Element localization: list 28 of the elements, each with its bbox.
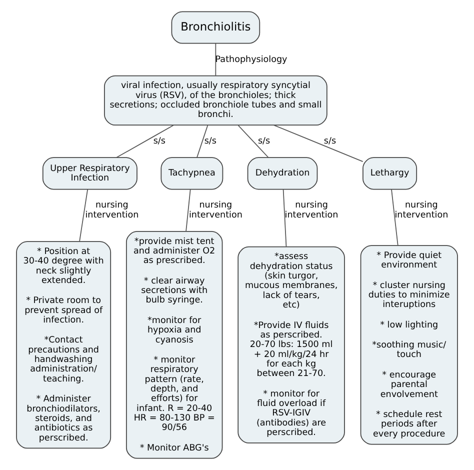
edge-label: nursing intervention xyxy=(394,200,448,220)
connector xyxy=(238,125,269,158)
node-box: * Provide quiet environment * cluster nursing duties to minimize interuptions * low lighting *soothing music/ touch * encourage parental envolvement * schedule rest periods after every procedure xyxy=(360,245,458,445)
connector xyxy=(186,188,191,232)
node-box: Lethargy xyxy=(362,157,418,190)
node-box: *assess dehydration status (skin turgor, mucous membranes, lack of tears, etc) *Provide IV fluids as perscribed. 20-70 lbs: 1500 ml + 20 ml/kg/24 hr for each kg between 21-70. * monitor for fluid overload if RSV-IGIV (antibodies) are perscribed. xyxy=(238,246,345,444)
connector xyxy=(196,125,208,158)
connector xyxy=(273,124,364,162)
connector xyxy=(282,188,287,248)
edge-label: nursing intervention xyxy=(85,200,139,220)
edge-label: s/s xyxy=(324,136,336,147)
connector xyxy=(79,188,88,242)
node-box: Bronchiolitis xyxy=(171,11,260,44)
connector xyxy=(116,124,174,158)
node-box: viral infection, usually respiratory syncytial virus (RSV), of the bronchioles; thick secretions; occluded bronchiole tubes and small bronchi. xyxy=(104,75,328,126)
edge-label: s/s xyxy=(204,136,216,147)
node-box: Upper Respiratory Infection xyxy=(42,157,138,190)
node-box: Tachypnea xyxy=(160,157,224,190)
node-box: *provide mist tent and administer O2 as prescribed. * clear airway secretions with bulb syringe. *monitor for hypoxia and cyanosis * monitor respiratory pattern (rate, depth, and efforts) for infant. R = 20-40 HR = 80-130 BP = 90/56 * Monitor ABG's xyxy=(126,231,223,459)
connector xyxy=(391,188,398,246)
node-box: Dehydration xyxy=(247,157,318,190)
edge-label: s/s xyxy=(153,136,166,147)
edge-label: nursing intervention xyxy=(188,200,242,220)
edge-label: s/s xyxy=(258,136,270,147)
connector xyxy=(215,43,216,76)
edge-label: nursing intervention xyxy=(284,200,338,220)
edge-label: Pathophysiology xyxy=(215,54,288,65)
node-box: * Position at 30-40 degree with neck slightly extended. * Private room to prevent spread of infection. *Contact precautions and handwashing administration/ teaching. * Administer bronchiodilators, steroids, and antibiotics as perscribed. xyxy=(16,241,112,449)
